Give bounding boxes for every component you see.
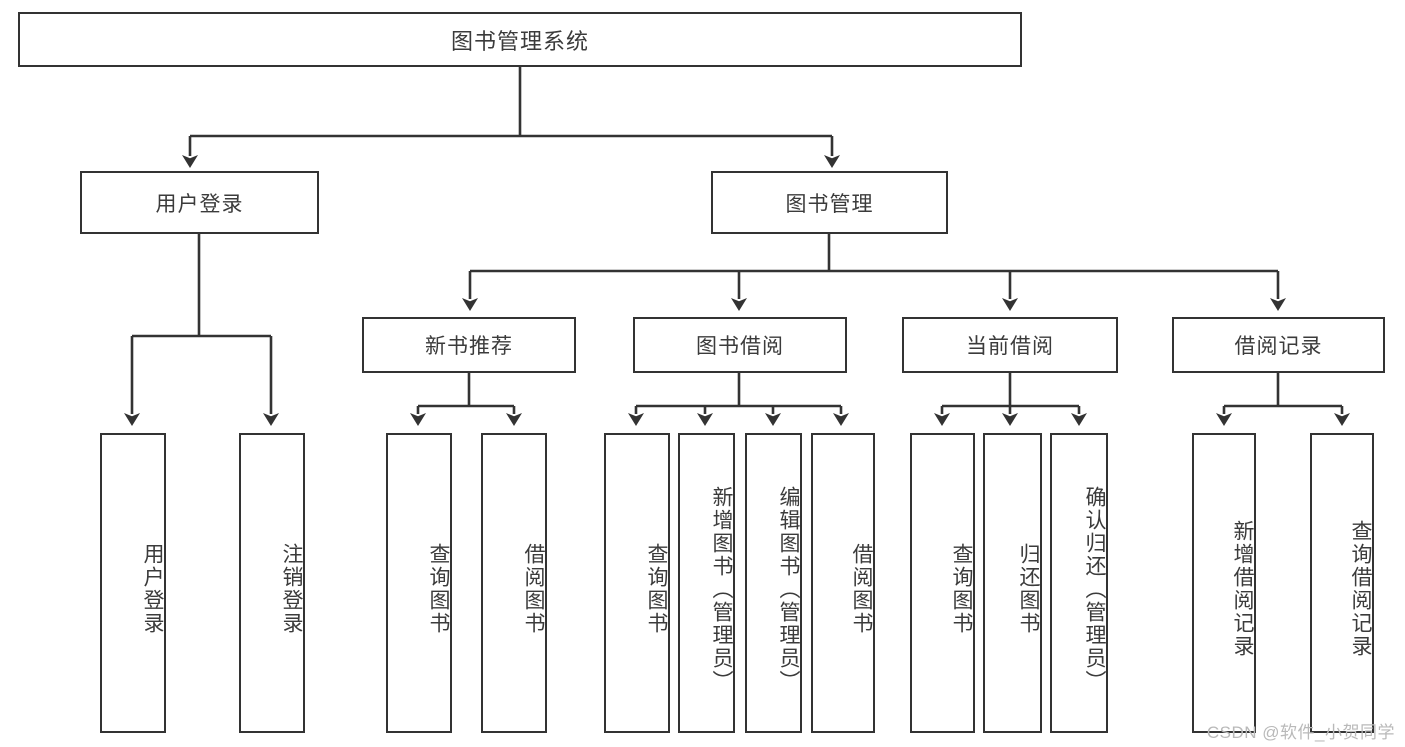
- node-new-book-recommend[interactable]: 新书推荐: [362, 317, 576, 373]
- node-label: 注销登录: [280, 543, 303, 635]
- node-label: 用户登录: [155, 192, 244, 216]
- node-label: 图书管理: [785, 192, 874, 216]
- node-label: 编辑图书（管理员）: [777, 485, 800, 693]
- leaf-return-book[interactable]: 归还图书: [983, 433, 1042, 733]
- node-label: 查询图书: [950, 543, 973, 635]
- leaf-add-borrow-record[interactable]: 新增借阅记录: [1192, 433, 1256, 733]
- leaf-borrow-book[interactable]: 借阅图书: [811, 433, 875, 733]
- node-label: 借阅图书: [850, 543, 873, 635]
- leaf-query-book-recommend[interactable]: 查询图书: [386, 433, 452, 733]
- node-label: 归还图书: [1017, 543, 1040, 635]
- node-label: 新增图书（管理员）: [710, 485, 733, 693]
- node-label: 新书推荐: [425, 335, 513, 358]
- leaf-query-borrow-record[interactable]: 查询借阅记录: [1310, 433, 1374, 733]
- node-label: 借阅记录: [1234, 335, 1323, 358]
- watermark: CSDN @软件_小贺同学: [1206, 723, 1395, 742]
- node-label: 确认归还（管理员）: [1083, 485, 1106, 693]
- leaf-borrow-book-recommend[interactable]: 借阅图书: [481, 433, 547, 733]
- node-borrow-records[interactable]: 借阅记录: [1172, 317, 1385, 373]
- node-label: 新增借阅记录: [1231, 520, 1254, 658]
- node-label: 当前借阅: [966, 335, 1054, 358]
- node-root-system[interactable]: 图书管理系统: [18, 12, 1022, 67]
- leaf-user-login[interactable]: 用户登录: [100, 433, 166, 733]
- leaf-add-book-admin[interactable]: 新增图书（管理员）: [678, 433, 735, 733]
- node-book-management[interactable]: 图书管理: [711, 171, 948, 234]
- leaf-query-book-current[interactable]: 查询图书: [910, 433, 975, 733]
- node-label: 查询图书: [645, 543, 668, 635]
- node-label: 查询图书: [427, 543, 450, 635]
- leaf-query-book-borrow[interactable]: 查询图书: [604, 433, 670, 733]
- node-book-borrow[interactable]: 图书借阅: [633, 317, 847, 373]
- node-label: 借阅图书: [522, 543, 545, 635]
- node-label: 图书管理系统: [450, 28, 589, 54]
- node-label: 用户登录: [141, 543, 164, 635]
- leaf-confirm-return-admin[interactable]: 确认归还（管理员）: [1050, 433, 1108, 733]
- node-label: 图书借阅: [696, 335, 784, 358]
- leaf-logout[interactable]: 注销登录: [239, 433, 305, 733]
- node-user-login[interactable]: 用户登录: [80, 171, 319, 234]
- node-label: 查询借阅记录: [1349, 520, 1372, 658]
- leaf-edit-book-admin[interactable]: 编辑图书（管理员）: [745, 433, 802, 733]
- node-current-borrow[interactable]: 当前借阅: [902, 317, 1118, 373]
